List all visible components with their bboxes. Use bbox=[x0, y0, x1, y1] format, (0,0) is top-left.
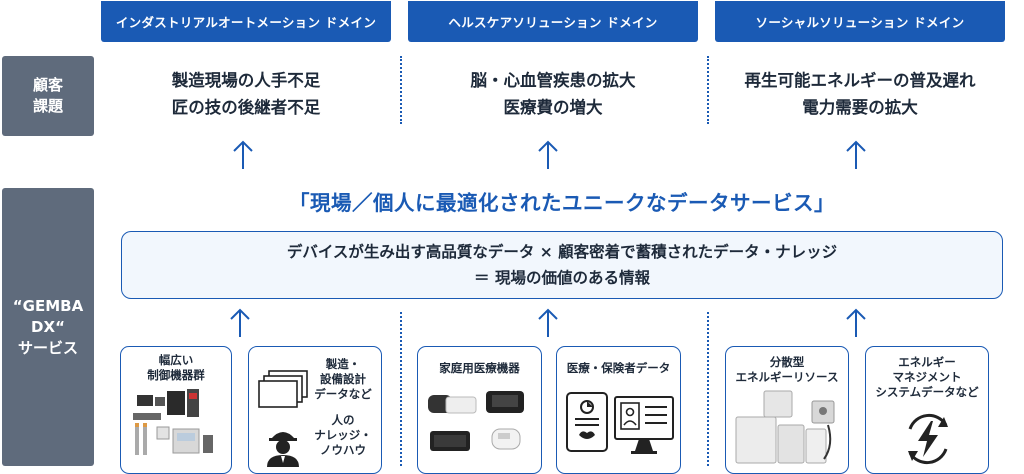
monitor-report-icon bbox=[614, 396, 674, 454]
issue-line: 再生可能エネルギーの普及遅れ bbox=[744, 71, 976, 90]
issue-line: 医療費の増大 bbox=[503, 98, 603, 117]
card-title-line: 医療・保険者データ bbox=[566, 361, 671, 375]
energy-equipment-image bbox=[735, 390, 835, 464]
card-home-medical-devices: 家庭用医療機器 bbox=[417, 346, 542, 474]
card-design-data-knowledge: 製造・ 設備設計 データなど 人の ナレッジ・ ノウハウ bbox=[248, 346, 382, 474]
side-label-line: DX“ bbox=[31, 317, 65, 336]
domain-header-social: ソーシャルソリューション ドメイン bbox=[715, 1, 1005, 42]
up-arrow-icon bbox=[229, 308, 251, 338]
card-title-line: ノウハウ bbox=[320, 443, 366, 457]
side-label-line: 顧客 bbox=[32, 76, 63, 94]
divider-top-1 bbox=[400, 56, 402, 124]
issue-line: 製造現場の人手不足 bbox=[171, 71, 321, 90]
card-control-devices: 幅広い 制御機器群 bbox=[120, 346, 232, 474]
issue-line: 匠の技の後継者不足 bbox=[171, 98, 321, 117]
card-title-line: 製造・ bbox=[325, 357, 361, 371]
divider-top-2 bbox=[707, 56, 709, 124]
value-line-1: デバイスが生み出す高品質なデータ × 顧客密着で蓄積されたデータ・ナレッジ bbox=[286, 243, 838, 261]
card-title-line: エネルギー bbox=[898, 355, 956, 369]
service-headline: 「現場／個人に最適化されたユニークなデータサービス」 bbox=[289, 191, 835, 215]
document-stack-icon bbox=[258, 370, 308, 408]
up-arrow-icon bbox=[845, 308, 867, 338]
card-distributed-energy: 分散型 エネルギーリソース bbox=[725, 346, 849, 474]
up-arrow-icon bbox=[537, 308, 559, 338]
value-equation-box: デバイスが生み出す高品質なデータ × 顧客密着で蓄積されたデータ・ナレッジ ＝ … bbox=[121, 231, 1003, 299]
card-title-line: 家庭用医療機器 bbox=[439, 361, 520, 375]
control-devices-image bbox=[133, 389, 213, 455]
tablet-report-icon bbox=[566, 392, 608, 452]
issue-line: 電力需要の拡大 bbox=[802, 98, 918, 117]
card-title-line: ナレッジ・ bbox=[314, 428, 372, 442]
issue-social: 再生可能エネルギーの普及遅れ 電力需要の拡大 bbox=[715, 67, 1005, 121]
side-label-customer-issue: 顧客 課題 bbox=[2, 56, 94, 136]
issue-line: 脳・心血管疾患の拡大 bbox=[470, 71, 636, 90]
divider-bottom-1 bbox=[400, 312, 402, 466]
card-title-line: エネルギーリソース bbox=[735, 370, 839, 384]
worker-helmet-icon bbox=[267, 432, 299, 467]
medical-devices-image bbox=[428, 391, 524, 451]
domain-header-healthcare: ヘルスケアソリューション ドメイン bbox=[408, 1, 698, 42]
card-title-line: 制御機器群 bbox=[147, 368, 205, 382]
issue-healthcare: 脳・心血管疾患の拡大 医療費の増大 bbox=[408, 67, 698, 121]
card-title-line: マネジメント bbox=[892, 370, 962, 384]
card-title-line: データなど bbox=[314, 387, 372, 401]
up-arrow-icon bbox=[845, 140, 867, 170]
issue-industrial: 製造現場の人手不足 匠の技の後継者不足 bbox=[101, 67, 391, 121]
card-medical-insurer-data: 医療・保険者データ bbox=[556, 346, 681, 474]
card-title-line: システムデータなど bbox=[875, 385, 979, 399]
side-label-service: “GEMBA DX“ サービス bbox=[2, 188, 94, 466]
card-title-line: 分散型 bbox=[769, 355, 805, 369]
card-title-line: 幅広い bbox=[158, 353, 194, 367]
up-arrow-icon bbox=[537, 140, 559, 170]
card-title-line: 人の bbox=[331, 413, 355, 427]
up-arrow-icon bbox=[232, 140, 254, 170]
card-energy-management: エネルギー マネジメント システムデータなど bbox=[865, 346, 989, 474]
card-title-line: 設備設計 bbox=[320, 372, 366, 386]
lightning-cycle-icon bbox=[908, 413, 948, 465]
side-label-line: サービス bbox=[17, 338, 78, 357]
domain-header-industrial: インダストリアルオートメーション ドメイン bbox=[101, 1, 391, 42]
side-label-line: 課題 bbox=[32, 97, 63, 115]
side-label-line: “GEMBA bbox=[12, 296, 84, 315]
value-line-2: ＝ 現場の価値のある情報 bbox=[474, 269, 650, 287]
divider-bottom-2 bbox=[707, 312, 709, 466]
